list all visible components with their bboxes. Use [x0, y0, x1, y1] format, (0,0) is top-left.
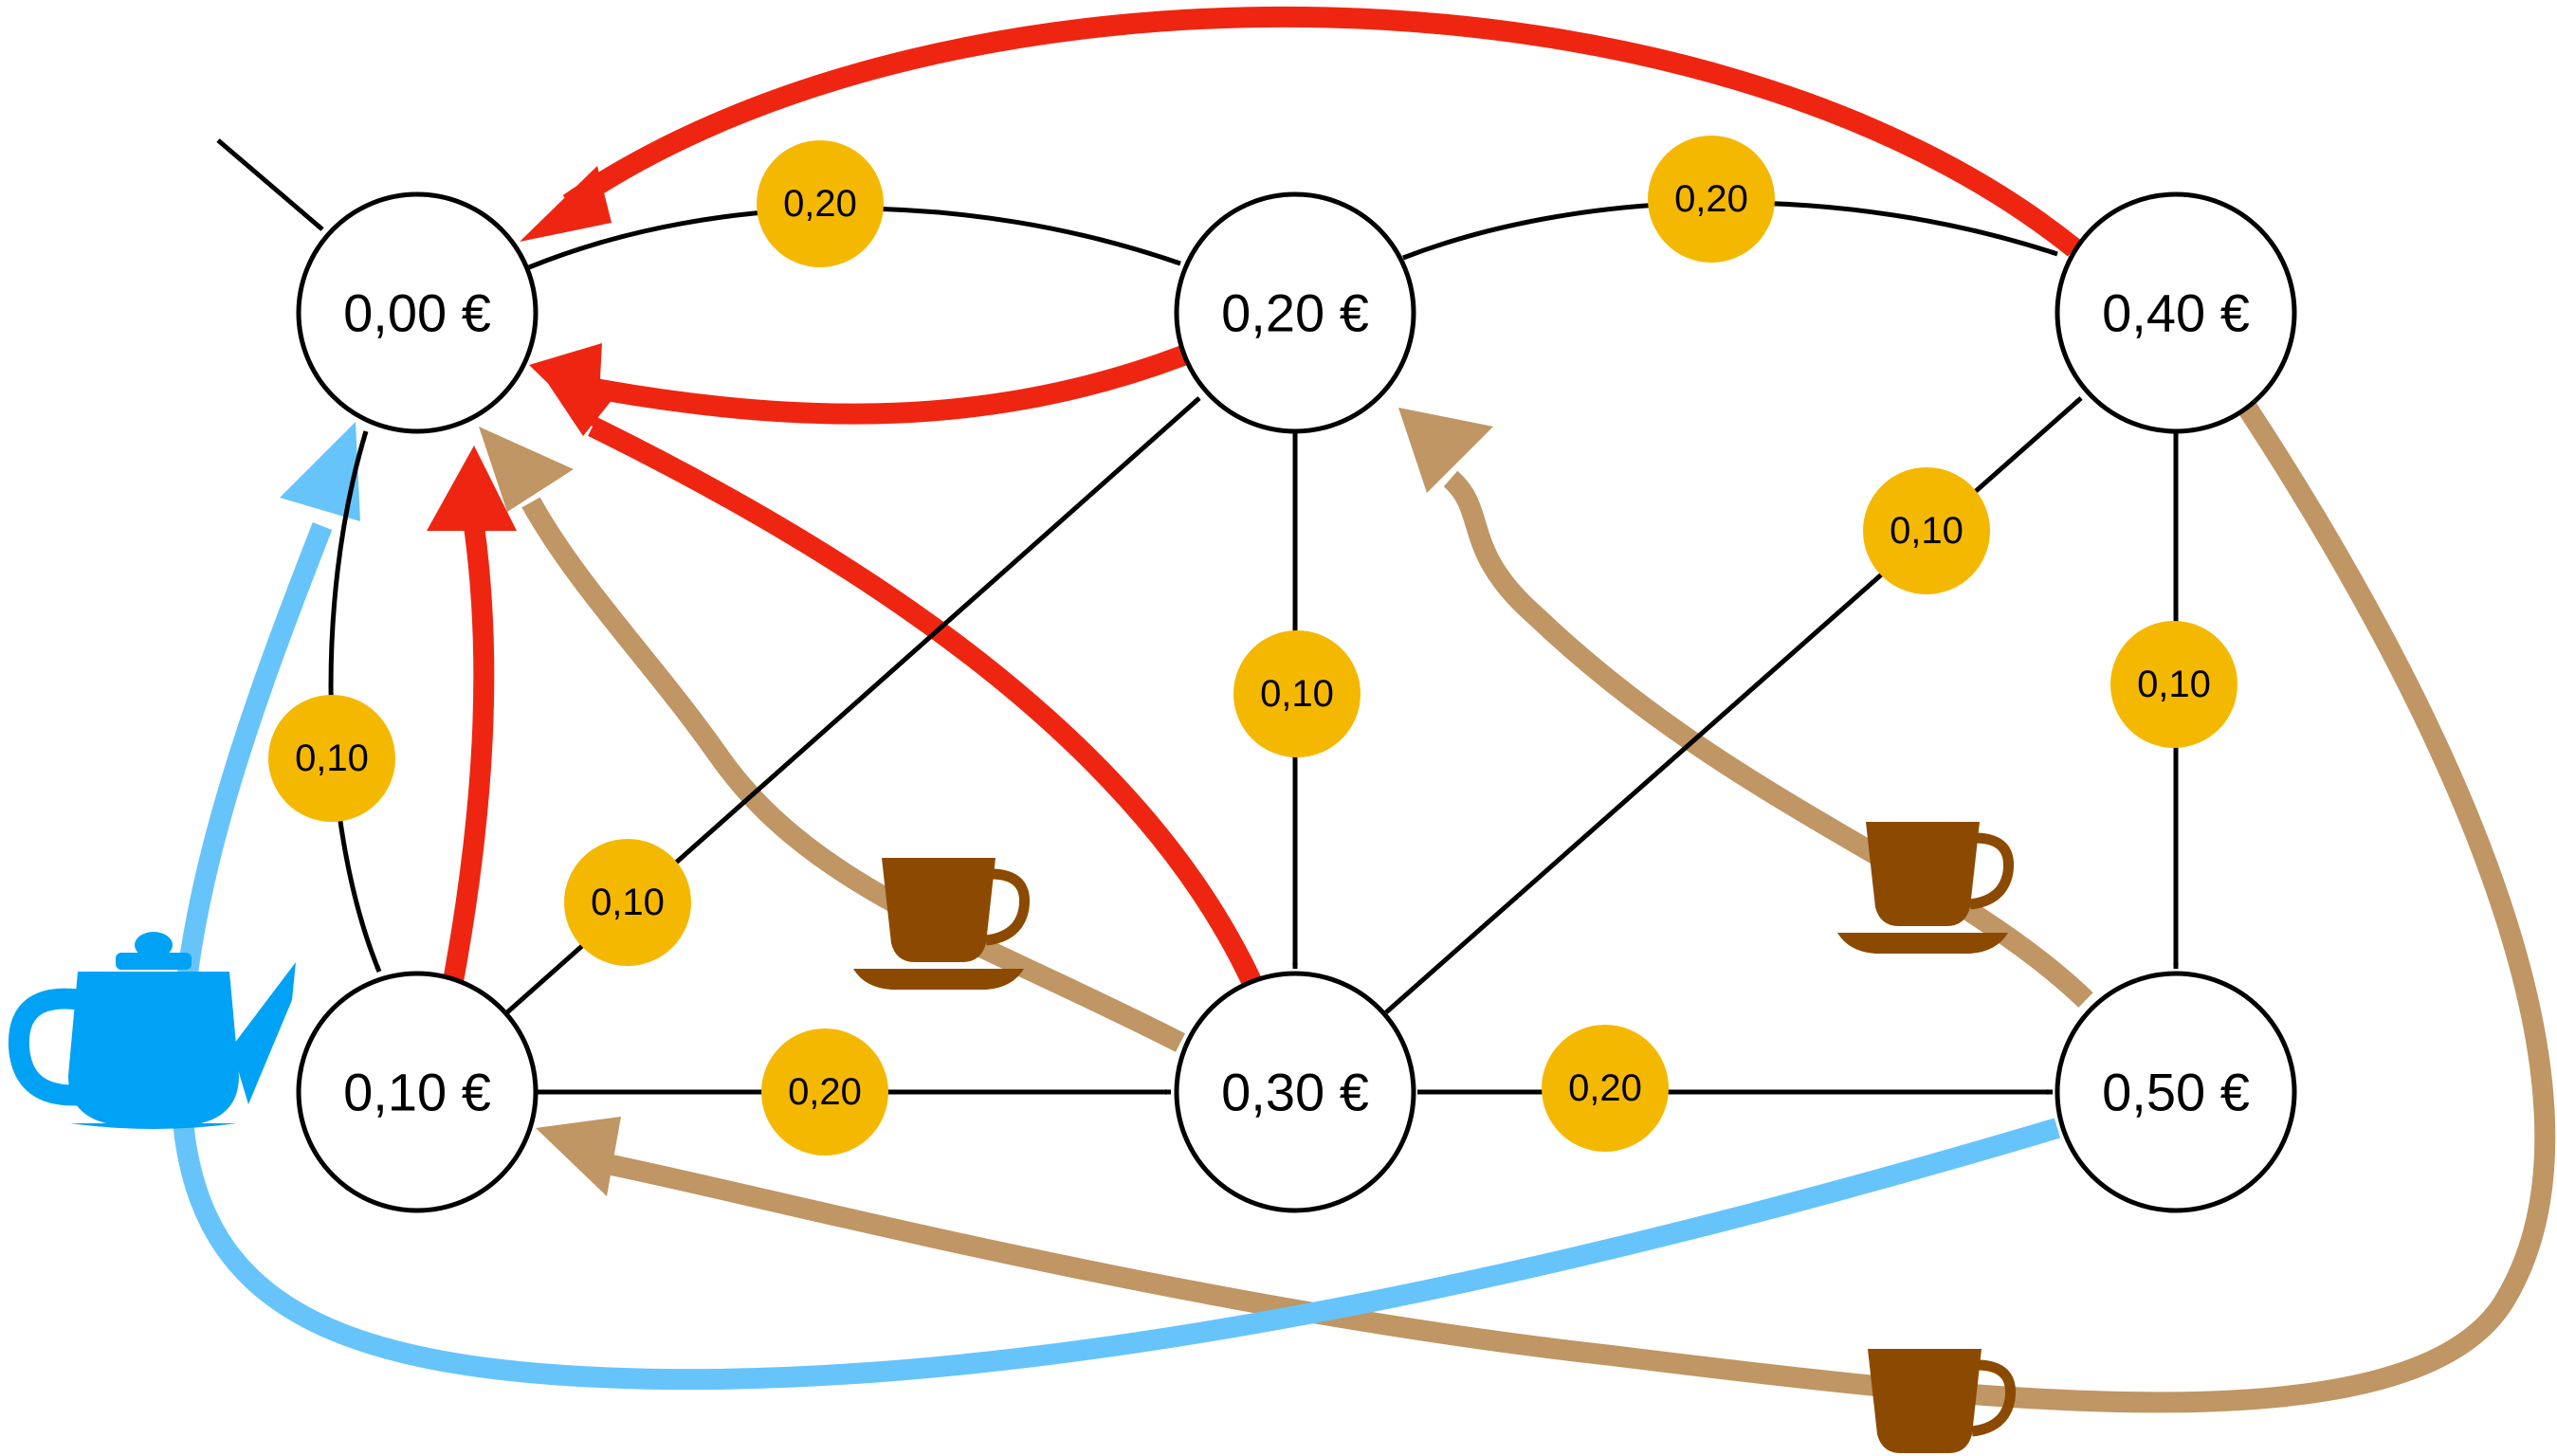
coin-labels: 0,20 0,20 0,10 0,10 0,10 0,10 0,10 0,20	[268, 136, 2237, 1156]
coin-badge: 0,10	[2110, 621, 2237, 748]
coin-value: 0,10	[295, 737, 369, 779]
blue-tea-edge-050-000	[170, 522, 2061, 1391]
coin-value: 0,20	[783, 183, 857, 225]
state-circle	[1174, 191, 1416, 434]
brown-coffee-arrowhead-050-020	[1398, 408, 1493, 493]
return-edges	[170, 6, 2556, 1413]
state-label: 0,20 €	[1221, 283, 1369, 343]
coin-value: 0,20	[788, 1071, 862, 1113]
state-node-050: 0,50 €	[2055, 971, 2297, 1213]
coin-icon	[1648, 136, 1775, 263]
red-return-edge-030-000	[588, 417, 1261, 986]
state-node-040: 0,40 €	[2055, 191, 2297, 434]
coin-value: 0,10	[1260, 673, 1334, 715]
state-label: 0,10 €	[343, 1063, 491, 1122]
state-label: 0,30 €	[1221, 1063, 1369, 1122]
state-circle	[2055, 971, 2297, 1213]
brown-coffee-edge-030-000	[521, 497, 1186, 1052]
red-return-edge-010-000	[443, 524, 495, 983]
state-node-020: 0,20 €	[1174, 191, 1416, 434]
coin-badge: 0,20	[1542, 1025, 1669, 1152]
coin-badge: 0,10	[1863, 467, 1990, 594]
coin-icon	[761, 1028, 888, 1156]
coin-icon	[564, 839, 691, 966]
red-return-edge-040-000	[562, 6, 2081, 257]
coin-icon	[757, 140, 884, 267]
coin-icon	[1863, 467, 1990, 594]
coin-icon	[1542, 1025, 1669, 1152]
coffee-cup-icon	[1837, 822, 2015, 954]
state-label: 0,50 €	[2102, 1063, 2250, 1122]
state-node-010: 0,10 €	[296, 971, 539, 1213]
coin-value: 0,10	[2137, 664, 2211, 705]
red-return-arrowhead-010-000	[427, 446, 517, 531]
brown-coffee-edge-040-010	[604, 401, 2556, 1413]
coin-icon	[2110, 621, 2237, 748]
coin-value: 0,10	[591, 882, 665, 923]
red-return-edge-020-000	[594, 345, 1187, 425]
state-label: 0,00 €	[343, 283, 491, 343]
state-label: 0,40 €	[2102, 283, 2250, 343]
state-circle	[296, 191, 539, 434]
brown-coffee-edge-050-020	[1443, 470, 2093, 1008]
coffee-cup-icon	[1868, 1349, 2017, 1453]
coin-badge: 0,20	[1648, 136, 1775, 263]
red-return-arrowhead-030-000	[536, 365, 621, 436]
coin-value: 0,20	[1674, 178, 1748, 220]
brown-coffee-arrowhead-030-000	[479, 427, 574, 512]
state-circle	[2055, 191, 2297, 434]
blue-tea-arrowhead-050-000	[280, 422, 360, 521]
coin-value: 0,20	[1568, 1067, 1642, 1109]
state-circle	[1174, 971, 1416, 1213]
state-circle	[296, 971, 539, 1213]
coin-badge: 0,20	[761, 1028, 888, 1156]
coin-icon	[268, 695, 395, 822]
coffee-cup-icon	[853, 858, 1031, 990]
brown-coffee-arrowhead-040-010	[536, 1117, 621, 1196]
start-arrow	[216, 138, 324, 231]
coin-badge: 0,20	[757, 140, 884, 267]
coin-badge: 0,10	[564, 839, 691, 966]
coin-value: 0,10	[1890, 510, 1963, 552]
coin-badge: 0,10	[268, 695, 395, 822]
coin-icon	[1233, 630, 1361, 757]
state-node-030: 0,30 €	[1174, 971, 1416, 1213]
red-return-arrowhead-040-000	[520, 166, 612, 242]
teapot-icon	[8, 932, 296, 1129]
state-node-000: 0,00 €	[296, 191, 539, 434]
coin-badge: 0,10	[1233, 630, 1361, 757]
